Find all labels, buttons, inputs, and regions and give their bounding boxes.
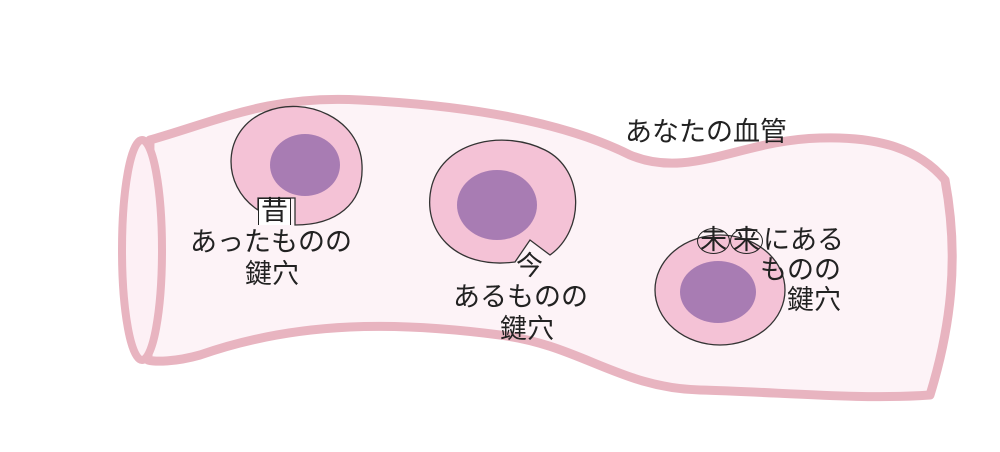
vessel-title: あなたの血管 (625, 117, 787, 148)
present-nucleus (457, 170, 537, 240)
present-label-line2: 鍵穴 (500, 314, 554, 345)
past-label-line2: 鍵穴 (245, 259, 299, 290)
future-label-rest: にある (763, 225, 844, 256)
past-tag: 昔 (258, 198, 291, 225)
past-label-line1: あったものの (190, 227, 352, 258)
future-label-line3: 鍵穴 (787, 285, 841, 316)
future-tag-2: 来 (730, 227, 763, 254)
future-label-line2: ものの (760, 255, 841, 286)
future-nucleus (680, 261, 756, 323)
future-tag-1: 未 (697, 227, 730, 254)
future-label-line1: 未来にある (697, 226, 844, 256)
vessel-opening (118, 136, 166, 364)
present-label-line1: あるものの (453, 282, 588, 313)
present-tag: 今 (516, 251, 543, 282)
past-nucleus (270, 134, 340, 196)
